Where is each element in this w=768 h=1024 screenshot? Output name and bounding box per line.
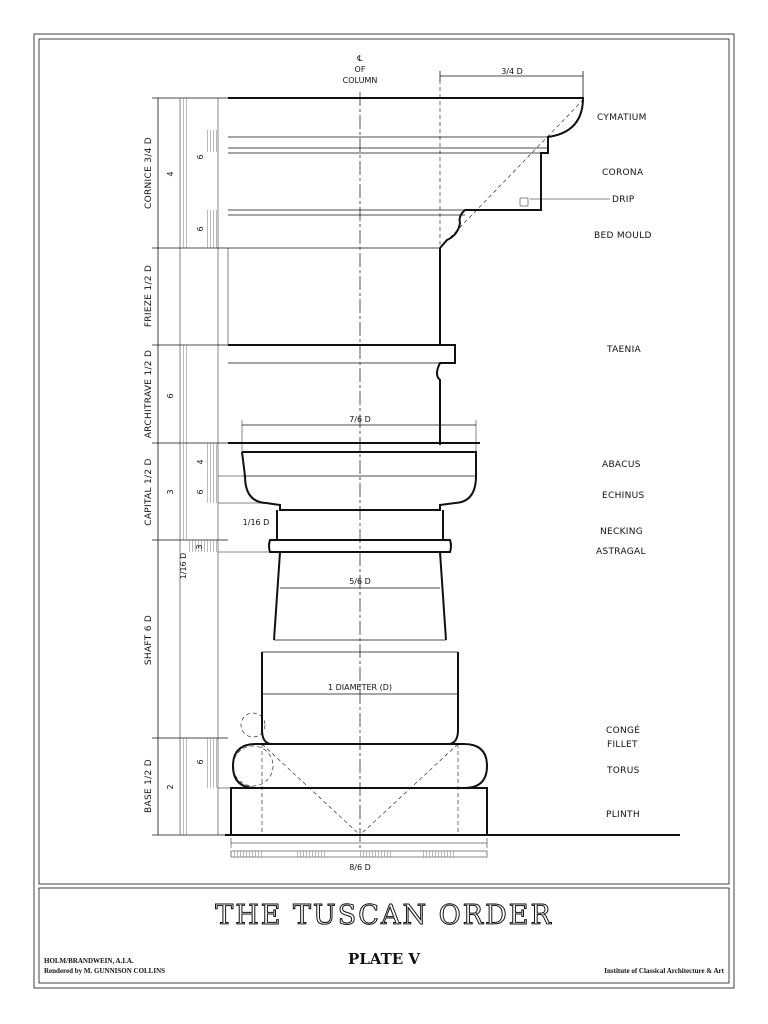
section-capital: CAPITAL 1/2 D	[144, 458, 154, 526]
label-fillet: FILLET	[607, 740, 638, 750]
credit-renderer: Rendered by M. GUNNISON COLLINS	[44, 967, 165, 975]
dim-projection: 3/4 D	[501, 67, 523, 76]
label-corona: CORONA	[602, 168, 644, 178]
abacus-echinus	[241, 451, 477, 511]
title-frame	[38, 887, 730, 984]
section-frieze: FRIEZE 1/2 D	[144, 265, 154, 327]
plate-title: THE TUSCAN ORDER	[215, 900, 553, 931]
section-cornice: CORNICE 3/4 D	[144, 137, 154, 209]
mark-astragal: 3	[195, 544, 204, 549]
mark-cornice-main: 4	[166, 171, 175, 176]
drawing-frame	[38, 38, 730, 885]
label-astragal: ASTRAGAL	[596, 547, 646, 557]
section-base: BASE 1/2 D	[144, 759, 154, 813]
plate-number: PLATE V	[348, 950, 420, 968]
dim-upper-diameter: 5/6 D	[349, 577, 371, 586]
credit-institute: Institute of Classical Architecture & Ar…	[604, 967, 724, 975]
section-architrave: ARCHITRAVE 1/2 D	[144, 350, 154, 438]
mark-cymatium: 6	[196, 154, 205, 159]
axis-symbol: ℄	[357, 54, 363, 63]
dim-plinth-width: 8/6 D	[349, 863, 371, 872]
label-necking: NECKING	[600, 527, 643, 537]
label-bed-mould: BED MOULD	[594, 231, 652, 241]
dim-necking-offset: 1/16 D	[243, 518, 270, 527]
base	[230, 712, 489, 858]
label-drip: DRIP	[612, 195, 635, 205]
mark-echinus: 6	[196, 489, 205, 494]
capital	[241, 451, 477, 553]
shaft	[261, 551, 459, 730]
mark-base-group: 2	[166, 784, 175, 789]
architrave-profile	[228, 344, 456, 445]
cornice-profile	[228, 97, 585, 249]
label-abacus: ABACUS	[602, 460, 641, 470]
label-taenia: TAENIA	[606, 345, 642, 355]
label-plinth: PLINTH	[606, 810, 640, 820]
label-cymatium: CYMATIUM	[597, 113, 647, 123]
entablature	[227, 97, 585, 445]
axis-of: OF	[355, 65, 366, 74]
mark-torus: 6	[196, 759, 205, 764]
dim-diameter: 1 DIAMETER (D)	[328, 683, 392, 692]
axis-column: COLUMN	[343, 76, 378, 85]
mark-capital-group: 3	[166, 489, 175, 494]
mark-bed-mould: 6	[196, 226, 205, 231]
label-echinus: ECHINUS	[602, 491, 645, 501]
mark-architrave: 6	[166, 393, 175, 398]
left-scale	[152, 97, 270, 836]
outer-frame	[33, 33, 735, 989]
label-torus: TORUS	[606, 766, 640, 776]
dim-abacus-width: 7/6 D	[349, 415, 371, 424]
credit-author: HOLM/BRANDWEIN, A.I.A.	[44, 957, 134, 965]
astragal-ring	[268, 539, 452, 553]
mark-abacus: 4	[196, 459, 205, 464]
label-conge: CONGÉ	[606, 724, 640, 736]
section-shaft: SHAFT 6 D	[144, 615, 154, 665]
plinth-block	[230, 787, 488, 836]
dim-astragal-offset: 1/16 D	[179, 553, 188, 580]
